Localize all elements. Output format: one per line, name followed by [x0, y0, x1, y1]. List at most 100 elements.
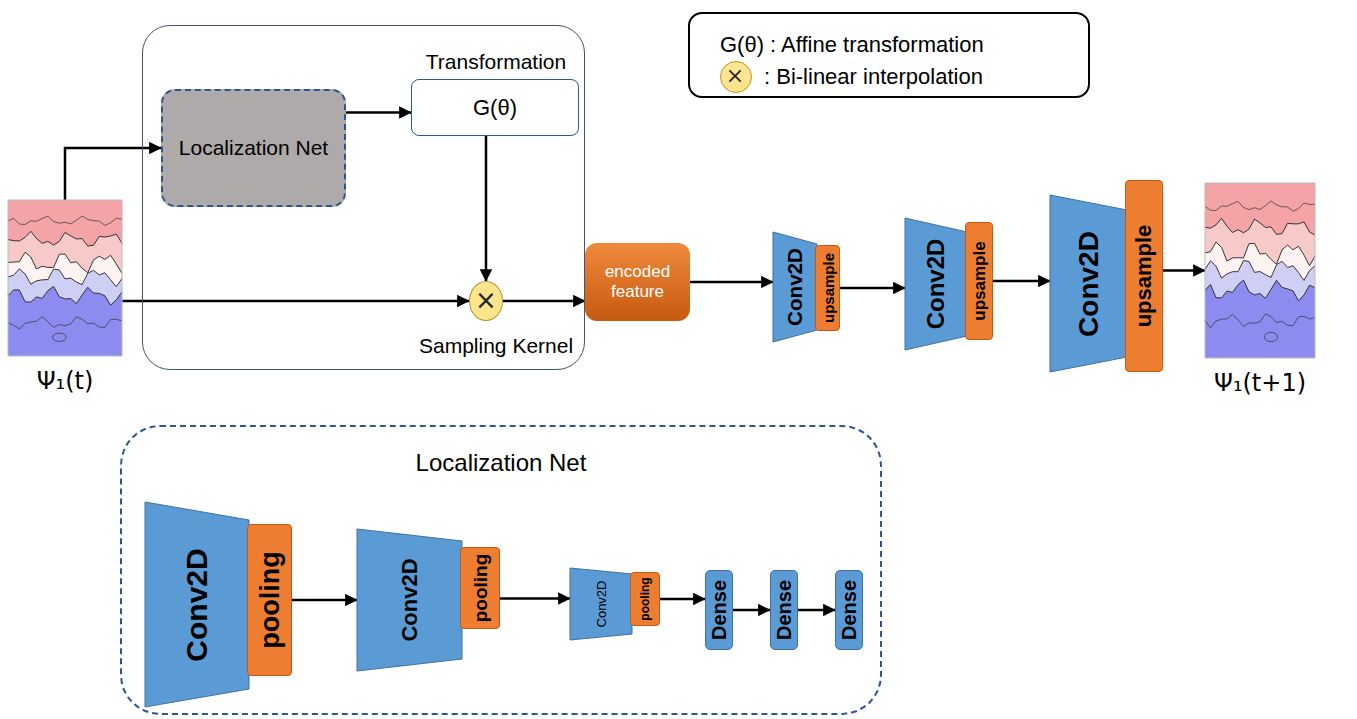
legend-box: G(θ) : Affine transformation: Bi-linear …: [688, 12, 1090, 98]
conv2d-layer: Conv2D: [570, 568, 632, 640]
contour-line: [1205, 242, 1315, 266]
layer-label: Conv2D: [785, 248, 806, 326]
arrow-connector: [292, 599, 357, 602]
contour-line: [1205, 314, 1315, 328]
cross-stroke: [729, 70, 740, 81]
layer-label: upsample: [1133, 225, 1155, 328]
contour-line: [8, 252, 122, 273]
field-region: [1205, 242, 1315, 358]
trapezoid-fill: [145, 502, 249, 707]
layer-label: upsample: [971, 241, 988, 320]
image-caption: Ψ₁(t): [0, 368, 192, 396]
input-field-image: Ψ₁(t): [8, 200, 122, 356]
localization-net-detail: Conv2D pooling Conv2D pooling Conv2D pooling D…: [120, 425, 882, 715]
localization-net-box: Localization Net: [161, 89, 346, 207]
contour-line: [8, 286, 122, 305]
trapezoid-fill: [773, 232, 817, 342]
layer-label: pooling: [256, 551, 283, 648]
trapezoid-fill: [1050, 195, 1127, 372]
cross-stroke: [729, 70, 740, 81]
layer-label: Conv2D: [924, 239, 948, 330]
field-frame: [8, 200, 122, 356]
layer-label: Dense: [839, 580, 859, 640]
conv2d-layer: Conv2D: [773, 232, 817, 342]
spatial-transformer-box: Localization Net TransformationG(θ) × Sampl…: [142, 25, 585, 370]
contour-line: [8, 231, 122, 246]
contour-line: [1205, 260, 1315, 280]
contour-line: [8, 269, 122, 287]
encoded-feature-box: encoded feature: [585, 243, 690, 321]
conv2d-layer: Conv2D: [1050, 195, 1127, 372]
node-label: Sampling Kernel: [419, 334, 573, 358]
node-label: Transformation: [372, 50, 620, 74]
field-background: [8, 200, 122, 356]
image-caption: Ψ₁(t+1): [1135, 370, 1357, 398]
flow-field-illustration: [8, 200, 122, 356]
layer-label: Conv2D: [399, 558, 421, 641]
conv2d-layer: Conv2D: [905, 218, 967, 350]
dense-layer: Dense: [835, 570, 863, 650]
pooling-layer: pooling: [460, 547, 500, 629]
layer-label: Conv2D: [182, 548, 212, 661]
layer-label: Dense: [709, 580, 729, 640]
node-label: Localization Net: [163, 136, 344, 160]
layer-label: upsample: [820, 253, 835, 323]
contour-line: [8, 317, 122, 329]
layer-label: Conv2D: [595, 581, 608, 628]
field-region: [8, 252, 122, 356]
arrow-connector: [485, 136, 488, 281]
contour-line: [8, 216, 122, 225]
arrow-connector: [993, 280, 1050, 283]
contour-blob: [1264, 332, 1277, 341]
dense-layer: Dense: [770, 570, 798, 650]
contour-line: [1205, 201, 1315, 211]
arrow-connector: [798, 609, 835, 612]
trapezoid-fill: [570, 568, 632, 640]
field-background: [1205, 183, 1315, 358]
conv2d-layer: Conv2D: [357, 529, 462, 671]
arrow-connector: [122, 300, 469, 303]
arrow-connector: [733, 609, 770, 612]
field-region: [1205, 218, 1315, 358]
field-region: [8, 231, 122, 356]
upsample-layer: upsample: [815, 245, 840, 331]
node-label: encoded feature: [585, 262, 690, 301]
contour-blob: [52, 333, 66, 341]
legend-text: : Bi-linear interpolation: [764, 64, 983, 89]
pooling-layer: pooling: [630, 572, 660, 626]
contour-line: [1205, 218, 1315, 235]
arrow-connector: [840, 287, 905, 290]
arrow-connector: [690, 281, 773, 284]
arrow-connector: [660, 598, 705, 601]
output-field-image: Ψ₁(t+1): [1205, 183, 1315, 358]
legend-swatch: [720, 61, 752, 93]
field-region: [1205, 260, 1315, 358]
arrow-connector: [500, 597, 570, 600]
contour-line: [1205, 280, 1315, 301]
upsample-layer: upsample: [1125, 180, 1163, 372]
cross-symbol: [721, 62, 751, 92]
arrow-connector: [503, 300, 585, 303]
node-label: G(θ): [412, 95, 578, 120]
conv2d-layer: Conv2D: [145, 502, 249, 707]
flow-field-illustration: [1205, 183, 1315, 358]
field-region: [1205, 280, 1315, 358]
field-region: [8, 286, 122, 356]
layer-label: pooling: [471, 554, 490, 623]
layer-label: Dense: [774, 580, 794, 640]
trapezoid-fill: [357, 529, 462, 671]
node-label: ×: [470, 286, 502, 316]
layer-label: Conv2D: [1075, 231, 1103, 337]
upsample-layer: upsample: [965, 222, 993, 340]
arrow-connector: [346, 111, 411, 114]
arrow-connector: [1163, 269, 1205, 272]
node-label: Localization Net: [122, 449, 880, 477]
field-region: [8, 269, 122, 356]
transformation-box: TransformationG(θ): [411, 79, 579, 136]
dense-layer: Dense: [705, 570, 733, 650]
field-frame: [1205, 183, 1315, 358]
trapezoid-fill: [905, 218, 967, 350]
arrow-connector: [65, 148, 161, 200]
interpolation-circle: ×: [469, 281, 503, 321]
